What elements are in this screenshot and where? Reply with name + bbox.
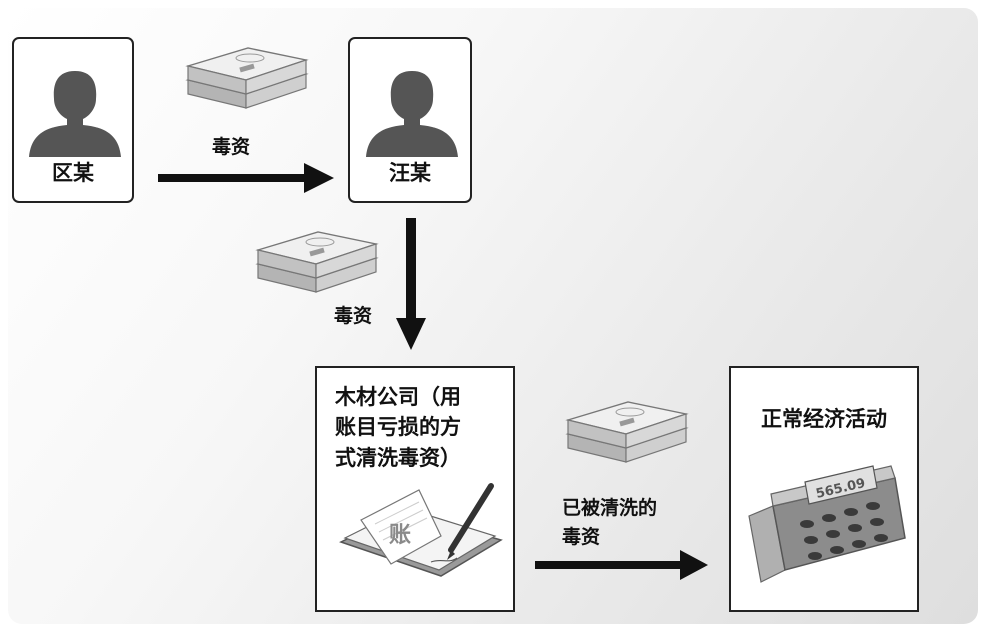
arrow-a-to-b [158, 163, 334, 193]
person-box-a: 区某 [12, 37, 134, 203]
company-line-2: 账目亏损的方 [335, 415, 461, 440]
transfer-label-3: 已被清洗的 毒资 [562, 494, 657, 553]
cash-stack-icon [568, 402, 686, 462]
person-box-b: 汪某 [348, 37, 472, 203]
arrow-b-to-company [396, 218, 426, 350]
cash-register-icon: 565.09 [748, 465, 906, 583]
transfer-label-1: 毒资 [212, 136, 251, 158]
transfer-label-3-line-2: 毒资 [562, 526, 601, 549]
economy-title: 正常经济活动 [761, 407, 887, 431]
company-description: 木材公司（用 账目亏损的方 式清洗毒资） [335, 382, 461, 473]
company-box: 木材公司（用 账目亏损的方 式清洗毒资） 账 [315, 366, 515, 612]
transfer-label-3-line-1: 已被清洗的 [562, 497, 658, 519]
company-line-3: 式清洗毒资） [335, 445, 461, 470]
person-b-name: 汪某 [389, 161, 431, 185]
person-silhouette-icon [29, 71, 121, 157]
transfer-label-2: 毒资 [334, 305, 373, 327]
person-silhouette-icon [366, 71, 458, 157]
company-line-1: 木材公司（用 [335, 385, 461, 409]
economy-box: 正常经济活动 565.09 [729, 366, 919, 612]
ledger-glyph: 账 [389, 523, 411, 548]
cash-stack-icon [258, 232, 376, 292]
person-a-name: 区某 [52, 161, 94, 185]
ledger-pen-icon: 账 [339, 483, 503, 577]
arrow-company-to-economy [535, 550, 708, 580]
cash-stack-icon [188, 48, 306, 108]
